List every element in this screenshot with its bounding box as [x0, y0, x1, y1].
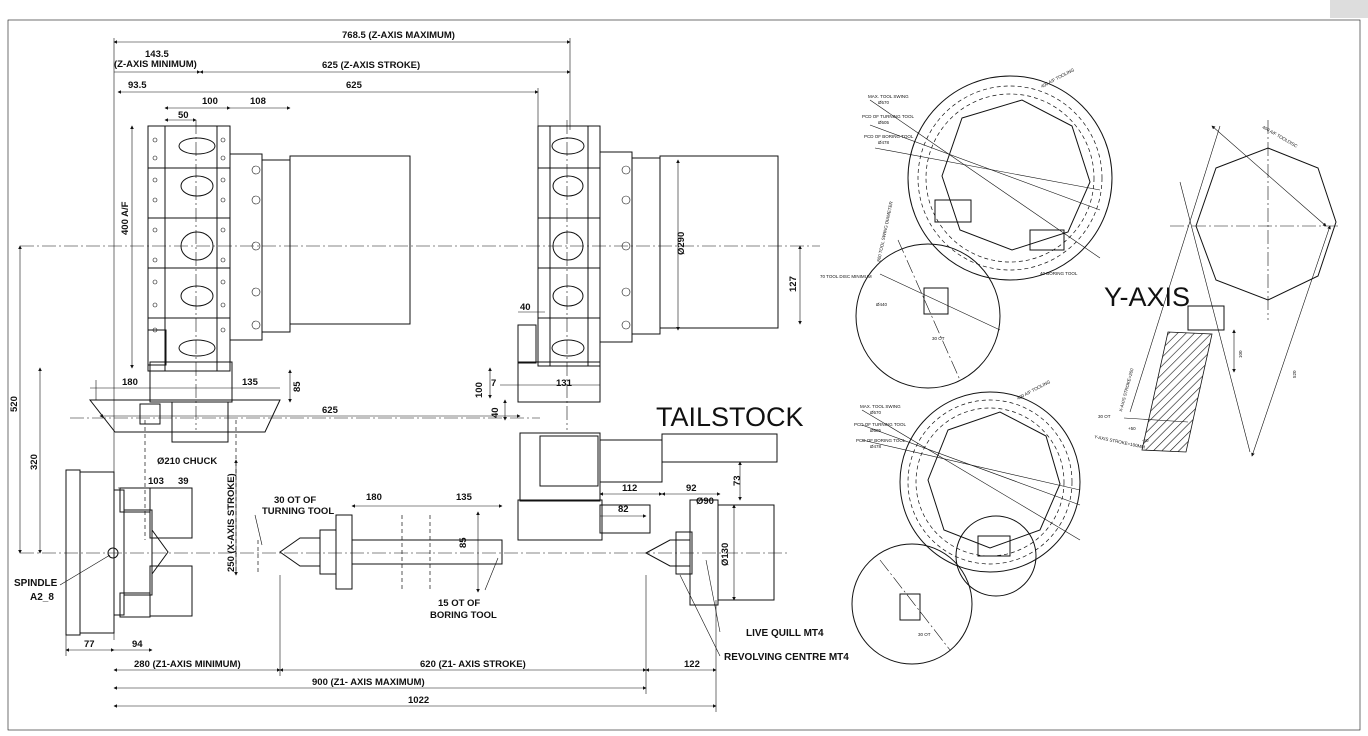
dim-112: 112	[622, 483, 637, 494]
dim-100-v: 100	[474, 382, 485, 398]
tailstock-title: TAILSTOCK	[656, 402, 804, 432]
live-quill-label: LIVE QUILL MT4	[746, 628, 824, 639]
ot30-label-2: 30 OT	[918, 632, 931, 637]
dim-320: 320	[29, 454, 40, 470]
max-swing-label-1: MAX. TOOL SWING	[868, 94, 909, 99]
chuck-label: Ø210 CHUCK	[157, 456, 217, 467]
dim-z1-stroke: 620 (Z1- AXIS STROKE)	[420, 659, 526, 670]
dim-39: 39	[178, 476, 189, 487]
dim-92: 92	[686, 483, 697, 494]
disc-min-label: 70 TOOL DISC MINIMUM	[820, 274, 872, 279]
pcd-turning-val-1: Ø505	[878, 120, 890, 125]
dim-z-stroke: 625 (Z-AXIS STROKE)	[322, 60, 420, 71]
max-swing-val-2: Ø570	[870, 410, 882, 415]
y-ot30-label: 30 OT	[1098, 414, 1111, 419]
dim-100: 100	[202, 96, 218, 107]
left-turret	[88, 125, 411, 443]
dim-x-stroke: 250 (X-AXIS STROKE)	[226, 473, 237, 572]
dim-127: 127	[788, 276, 799, 292]
dim-40-v: 40	[490, 407, 501, 418]
spindle-label-2: A2_8	[30, 592, 54, 603]
dim-135-a: 135	[242, 377, 259, 388]
tool-disc-view-bottom	[851, 391, 1081, 665]
dim-dia90: Ø90	[696, 496, 714, 507]
max-swing-val-1: Ø570	[878, 100, 890, 105]
y-plus50-label: +50	[1128, 426, 1136, 431]
tool-holder	[279, 514, 503, 590]
dim-103: 103	[148, 476, 164, 487]
dim-82: 82	[618, 504, 629, 515]
dim-135-b: 135	[456, 492, 473, 503]
dim-94: 94	[132, 639, 143, 650]
dim-93-5: 93.5	[128, 80, 147, 91]
boring-tool-label-2: BORING TOOL	[430, 610, 497, 621]
dim-108: 108	[250, 96, 266, 107]
dia440-label-1: Ø440	[876, 302, 888, 307]
dim-625-mid: 625	[322, 405, 339, 416]
pcd-turning-val-2: Ø505	[870, 428, 882, 433]
pcd-boring-label-2: PCD OF BORING TOOL	[856, 438, 906, 443]
dim-40-top: 40	[520, 302, 531, 313]
dim-7: 7	[491, 378, 496, 389]
boring-tool-label-disc: 40 BORING TOOL	[1040, 271, 1078, 276]
y-d100-label: 100	[1238, 350, 1243, 358]
dim-625-top: 625	[346, 80, 363, 91]
pcd-turning-label-1: PCD OF TURNING TOOL	[862, 114, 915, 119]
dim-85-b: 85	[458, 537, 469, 548]
pcd-boring-val-2: Ø478	[870, 444, 882, 449]
spindle-label-1: SPINDLE	[14, 578, 58, 589]
max-swing-label-2: MAX. TOOL SWING	[860, 404, 901, 409]
dim-z-max: 768.5 (Z-AXIS MAXIMUM)	[342, 30, 455, 41]
tailstock-quill	[644, 499, 775, 606]
af-tooldisc-label: 400 A/F TOOLDISC	[1262, 125, 1299, 150]
af-tooling-label-2: 400 A/F TOOLING	[1016, 379, 1051, 401]
spindle-chuck	[65, 469, 193, 636]
dim-73: 73	[732, 475, 743, 486]
tool-disc-view-top	[855, 75, 1113, 389]
dim-180-a: 180	[122, 377, 138, 388]
dim-z-min-value: 143.5	[145, 49, 169, 60]
y-axis-view	[1123, 120, 1340, 457]
dim-z1-max: 900 (Z1- AXIS MAXIMUM)	[312, 677, 425, 688]
pcd-boring-label-1: PCD OF BORING TOOL	[864, 134, 914, 139]
ot30-label-1: 30 OT	[932, 336, 945, 341]
dim-1022: 1022	[408, 695, 429, 706]
dim-dia290: Ø290	[676, 232, 687, 255]
dim-400-af: 400 A/F	[120, 201, 131, 235]
dim-180-b: 180	[366, 492, 382, 503]
tool-swing-label: 800 TOOL SWING DIAMETER	[876, 200, 894, 262]
af-tooling-label-1: 400 A/F TOOLING	[1040, 67, 1075, 89]
dim-77: 77	[84, 639, 95, 650]
pcd-boring-val-1: Ø478	[878, 140, 890, 145]
turning-tool-label-1: 30 OT OF	[274, 495, 316, 506]
dim-z-min-label: (Z-AXIS MINIMUM)	[114, 59, 197, 70]
y-minus50-label: -50	[1142, 438, 1149, 443]
dim-85-a: 85	[292, 381, 303, 392]
y-d520-label: 520	[1292, 370, 1297, 378]
revolving-centre-label: REVOLVING CENTRE MT4	[724, 652, 849, 663]
dim-dia130: Ø130	[720, 543, 731, 566]
boring-tool-label-1: 15 OT OF	[438, 598, 480, 609]
dim-z1-min: 280 (Z1-AXIS MINIMUM)	[134, 659, 241, 670]
y-stroke-label: Y-AXIS STROKE=100MM	[1094, 434, 1146, 450]
dim-50: 50	[178, 110, 189, 121]
dim-131: 131	[556, 378, 573, 389]
y-axis-title: Y-AXIS	[1104, 282, 1190, 312]
dim-520: 520	[9, 396, 20, 412]
turning-tool-label-2: TURNING TOOL	[262, 506, 334, 517]
pcd-turning-label-2: PCD OF TURNING TOOL	[854, 422, 907, 427]
dim-122: 122	[684, 659, 700, 670]
